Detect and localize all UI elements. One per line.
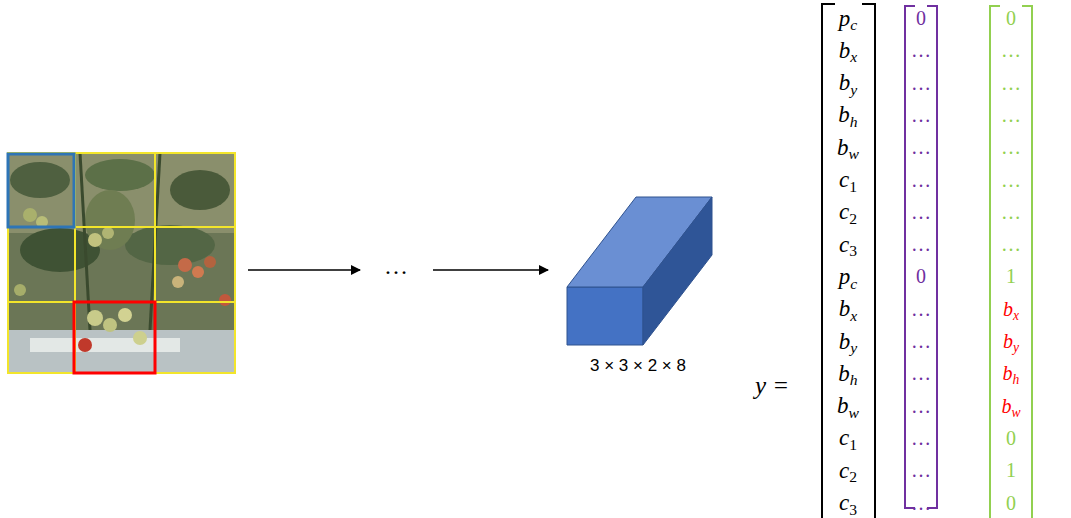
green-entry: … bbox=[1001, 170, 1021, 190]
vector-entry: bh bbox=[838, 103, 857, 126]
purple-entry: … bbox=[911, 396, 931, 416]
vector-entry: c1 bbox=[839, 426, 857, 449]
purple-entry: … bbox=[911, 493, 931, 513]
green-entry: … bbox=[1001, 137, 1021, 157]
purple-entry: … bbox=[911, 137, 931, 157]
vector-bracket bbox=[990, 6, 1032, 518]
vector-entry: pc bbox=[839, 265, 857, 288]
green-entry: 1 bbox=[1006, 460, 1016, 480]
purple-entry: … bbox=[911, 202, 931, 222]
vector-entry: pc bbox=[839, 7, 857, 30]
purple-entry: … bbox=[911, 40, 931, 60]
cuboid bbox=[560, 190, 720, 382]
purple-entry: … bbox=[911, 170, 931, 190]
tensor-shape: 3 × 3 × 2 × 8 bbox=[590, 356, 686, 376]
box-entry: bw bbox=[1001, 396, 1020, 416]
arrow bbox=[433, 269, 548, 271]
purple-entry: … bbox=[911, 73, 931, 93]
purple-entry: … bbox=[911, 331, 931, 351]
purple-entry: … bbox=[911, 363, 931, 383]
vector-entry: bh bbox=[838, 362, 857, 385]
purple-entry: 0 bbox=[916, 266, 926, 286]
grid bbox=[8, 153, 235, 373]
green-entry: … bbox=[1001, 105, 1021, 125]
purple-entry: … bbox=[911, 428, 931, 448]
vector-entry: bw bbox=[837, 136, 859, 159]
vector-entry: by bbox=[839, 71, 857, 94]
green-entry: … bbox=[1001, 73, 1021, 93]
vector-entry: c1 bbox=[839, 168, 857, 191]
purple-entry: … bbox=[911, 299, 931, 319]
blue-cell bbox=[8, 154, 74, 227]
vector-bracket bbox=[905, 6, 937, 508]
output-tensor: 3 × 3 × 2 × 8 bbox=[560, 190, 720, 382]
ellipsis: … bbox=[384, 254, 408, 278]
box-entry: by bbox=[1003, 331, 1019, 351]
vector-bracket bbox=[822, 4, 875, 518]
green-entry: 1 bbox=[1006, 266, 1016, 286]
cuboid-face bbox=[643, 197, 712, 345]
arrow bbox=[248, 269, 360, 271]
purple-entry: 0 bbox=[916, 8, 926, 28]
vector-name: y = bbox=[755, 373, 789, 398]
red-cell bbox=[74, 302, 155, 373]
vector-entry: c2 bbox=[839, 200, 857, 223]
green-entry: … bbox=[1001, 202, 1021, 222]
vector-entry: bw bbox=[837, 394, 859, 417]
green-entry: … bbox=[1001, 234, 1021, 254]
box-entry: bh bbox=[1003, 363, 1020, 383]
purple-entry: … bbox=[911, 105, 931, 125]
vector-entry: by bbox=[839, 330, 857, 353]
purple-entry: … bbox=[911, 460, 931, 480]
green-entry: … bbox=[1001, 40, 1021, 60]
tomato-photo bbox=[8, 153, 235, 373]
green-entry: 0 bbox=[1006, 493, 1016, 513]
cuboid-face bbox=[567, 287, 643, 345]
vector-entry: c3 bbox=[839, 233, 857, 256]
green-entry: 0 bbox=[1006, 8, 1016, 28]
vector-entry: bx bbox=[839, 39, 857, 62]
box-entry: bx bbox=[1003, 299, 1019, 319]
vector-entry: c3 bbox=[839, 491, 857, 514]
purple-entry: … bbox=[911, 234, 931, 254]
vector-entry: c2 bbox=[839, 459, 857, 482]
vector-entry: bx bbox=[839, 297, 857, 320]
green-entry: 0 bbox=[1006, 428, 1016, 448]
